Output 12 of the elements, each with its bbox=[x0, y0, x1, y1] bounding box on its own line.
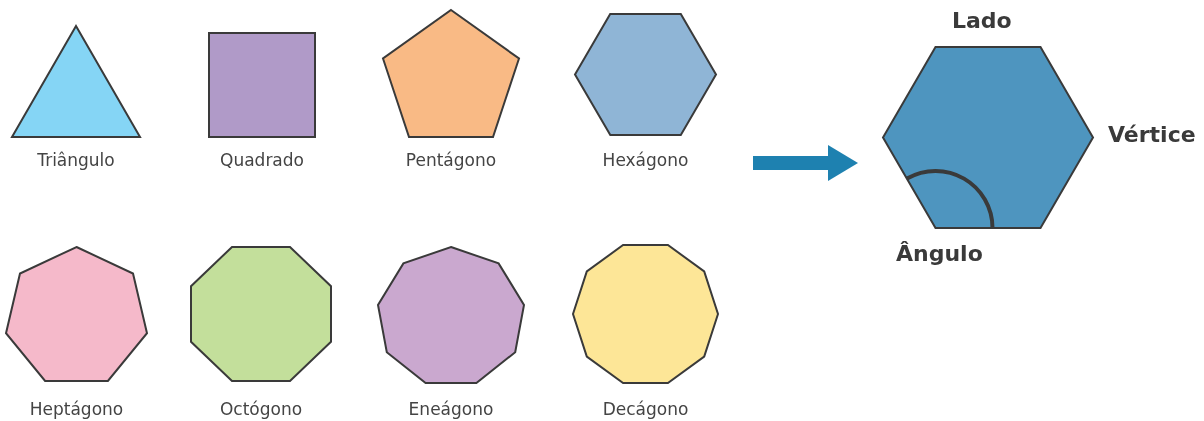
shape-name: Eneágono bbox=[408, 399, 494, 419]
arrow bbox=[753, 145, 858, 181]
angle-label: Ângulo bbox=[896, 241, 983, 266]
shape-name: Pentágono bbox=[405, 150, 497, 170]
shape-name: Octógono bbox=[219, 399, 303, 419]
shape-name: Decágono bbox=[602, 399, 689, 419]
shape-name: Heptágono bbox=[29, 399, 124, 419]
vertex-label: Vértice bbox=[1108, 122, 1196, 147]
shape-name: Triângulo bbox=[37, 150, 115, 170]
shape-name: Hexágono bbox=[602, 150, 689, 170]
shape-name: Quadrado bbox=[220, 150, 304, 170]
side-label: Lado bbox=[952, 8, 1012, 33]
